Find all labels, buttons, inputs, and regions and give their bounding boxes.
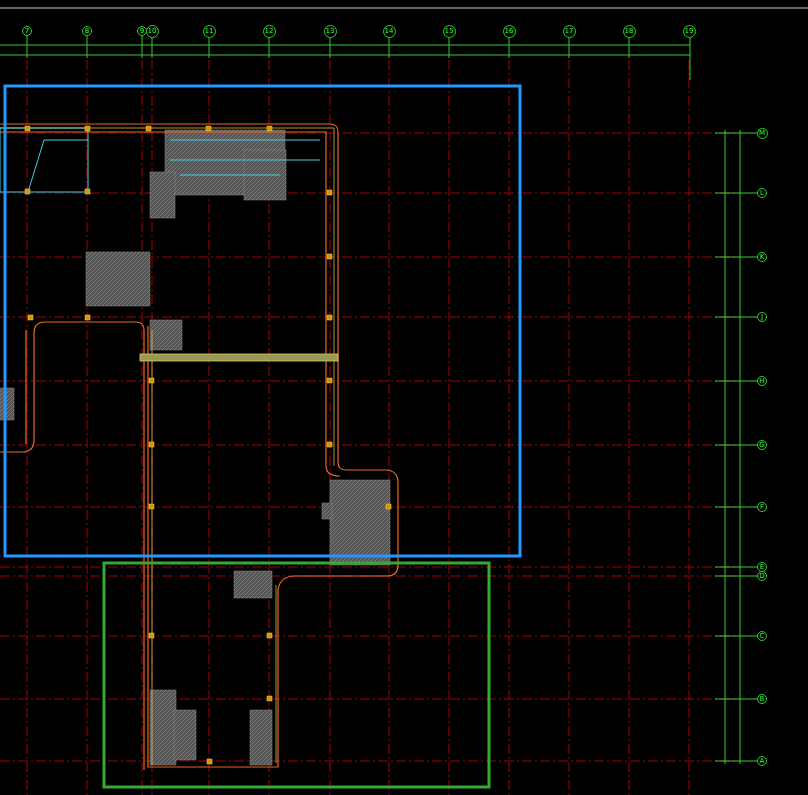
- axis-label: 11: [205, 28, 214, 35]
- axis-bubble: 10: [146, 25, 159, 38]
- axis-bubble: J: [757, 312, 767, 322]
- axis-bubble: 14: [383, 25, 396, 38]
- axis-label: K: [760, 254, 765, 261]
- axis-label: B: [760, 696, 765, 703]
- axis-label: L: [760, 190, 764, 197]
- axis-bubble: C: [757, 631, 767, 641]
- axis-label: 8: [85, 28, 89, 35]
- axis-label: 12: [265, 28, 274, 35]
- axis-label: G: [759, 442, 764, 449]
- axis-bubble: A: [757, 756, 767, 766]
- axis-label: J: [761, 314, 763, 321]
- axis-label: A: [760, 758, 765, 765]
- axis-bubble: 15: [443, 25, 456, 38]
- axis-bubble: 11: [203, 25, 216, 38]
- axis-label: H: [759, 378, 764, 385]
- axis-label: 14: [385, 28, 394, 35]
- axis-bubble: 19: [683, 25, 696, 38]
- axis-label: C: [760, 633, 765, 640]
- axis-bubble: 16: [503, 25, 516, 38]
- axis-bubble: 8: [82, 26, 92, 36]
- axis-bubble: H: [757, 376, 767, 386]
- axis-bubble: M: [757, 128, 768, 139]
- axis-label: 18: [625, 28, 634, 35]
- axis-label: 19: [685, 28, 694, 35]
- axis-bubble: D: [757, 571, 767, 581]
- axis-label: F: [760, 504, 764, 511]
- axis-bubble: 18: [623, 25, 636, 38]
- axis-label: 10: [148, 28, 157, 35]
- axis-label: 15: [445, 28, 454, 35]
- axis-bubble: L: [757, 188, 767, 198]
- axis-bubble: 13: [324, 25, 337, 38]
- axis-bubble: 17: [563, 25, 576, 38]
- axis-bubble: K: [757, 252, 767, 262]
- axis-label: E: [760, 564, 764, 571]
- axis-label: 7: [25, 28, 29, 35]
- axis-label: 13: [326, 28, 335, 35]
- axis-label: 17: [565, 28, 574, 35]
- axis-label: 9: [140, 28, 144, 35]
- axis-label: D: [759, 573, 764, 580]
- axis-bubble: G: [757, 440, 767, 450]
- axis-bubble: B: [757, 694, 767, 704]
- axis-bubble: F: [757, 502, 767, 512]
- axis-bubble: 7: [22, 26, 32, 36]
- axis-label: M: [759, 130, 765, 137]
- axis-label: 16: [505, 28, 514, 35]
- axis-bubble: 12: [263, 25, 276, 38]
